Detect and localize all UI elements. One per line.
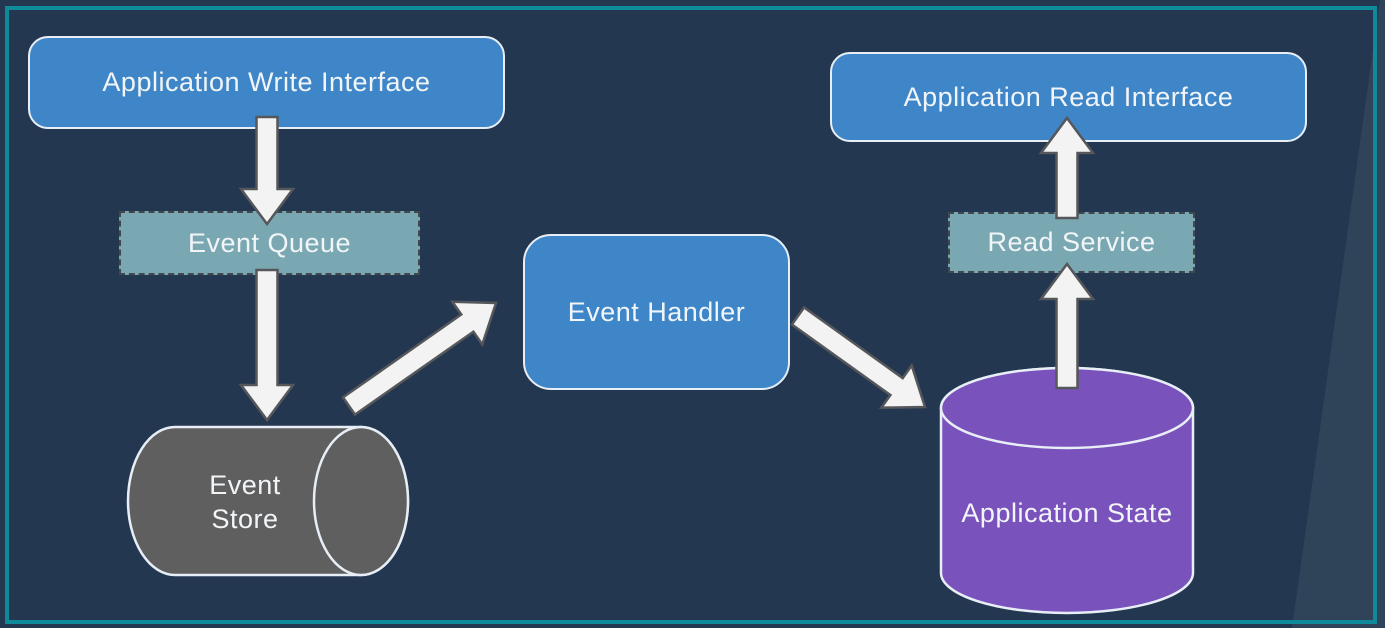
arrow-application-state-to-read-service <box>1038 261 1096 390</box>
node-event-store-cylinder <box>126 425 410 577</box>
node-application-state-cylinder <box>939 366 1195 615</box>
node-label: Read Service <box>987 227 1156 257</box>
arrow-event-queue-to-event-store <box>238 268 296 423</box>
node-label: Event Queue <box>187 227 352 258</box>
node-label: Event Handler <box>567 296 746 327</box>
node-label: Application Write Interface <box>102 67 431 97</box>
event-store-end-cap <box>312 425 410 577</box>
arrow-read-service-to-application-read-interface <box>1038 115 1096 220</box>
node-event-handler: Event Handler <box>523 234 790 390</box>
node-label-application-state: Application State <box>961 498 1173 528</box>
arrow-application-write-interface-to-event-queue <box>238 115 296 227</box>
node-label: Application Read Interface <box>903 81 1234 112</box>
arrow-event-handler-to-application-state <box>790 305 927 409</box>
node-label-event-store: Event Store <box>209 470 281 534</box>
node-application-write-interface: Application Write Interface <box>28 36 505 129</box>
arrow-event-store-to-event-handler <box>341 300 498 417</box>
